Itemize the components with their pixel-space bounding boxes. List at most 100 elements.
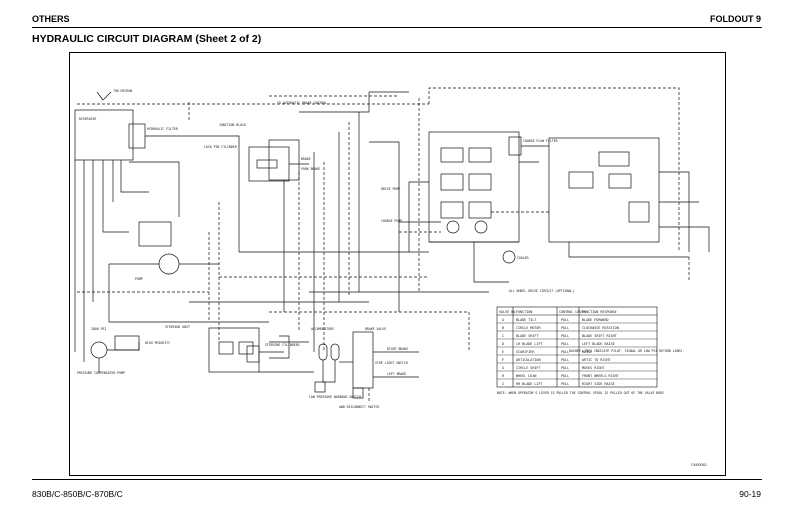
table-row: F ARTICULATION PULL ARTIC TO RIGHT: [502, 358, 611, 362]
table-cell: PULL: [561, 350, 569, 354]
label-filter: HYDRAULIC FILTER: [147, 127, 178, 131]
table-cell: WHEEL LEAN: [516, 374, 536, 378]
steering-cylinder: [246, 345, 260, 363]
table-cell: CLOCKWISE ROTATION: [582, 326, 619, 330]
table-cell: PULL: [561, 366, 569, 370]
table-cell: FRONT WHEELS RIGHT: [582, 374, 619, 378]
label-auto-brake: TO AUTOMATIC BRAKE CONTROL: [277, 101, 327, 105]
table-cell: G: [502, 366, 504, 370]
label-aww: ALL WHEEL DRIVE CIRCUIT (OPTIONAL): [509, 289, 574, 293]
table-row: D LH BLADE LIFT PULL LEFT BLADE RAISE: [502, 342, 615, 346]
table-cell: LH BLADE LIFT: [516, 342, 543, 346]
table-cell: PULL: [561, 382, 569, 386]
priority-valve: [114, 335, 140, 351]
table-cell: RH BLADE LIFT: [516, 382, 543, 386]
table-cell: PULL: [561, 358, 569, 362]
label-psi-2800: 2800 PSI: [91, 327, 106, 331]
footer-rule: [32, 479, 762, 480]
table-row: C BLADE SHIFT PULL BLADE SHIFT RIGHT: [502, 334, 617, 338]
table-header-response: FUNCTION RESPONSE: [582, 310, 617, 314]
disconnect-switch: [352, 387, 364, 399]
table-row: E SCARIFIER PULL RAISE: [502, 350, 592, 354]
label-micron: 700 MICRON: [113, 89, 132, 93]
table-row: G CIRCLE SHIFT PULL MOVES RIGHT: [502, 366, 604, 370]
brake-valve: [352, 331, 374, 389]
hydraulic-circuit-diagram: VALVE NO. FUNCTION CONTROL LEVER FUNCTIO…: [74, 87, 710, 467]
label-accumulators: ACCUMULATORS: [311, 327, 334, 331]
label-priority: HIGH PRIORITY: [145, 341, 170, 345]
reservoir-box: [74, 109, 134, 161]
table-cell: RIGHT SIDE RAISE: [582, 382, 615, 386]
low-pressure-switch: [314, 381, 326, 393]
label-stop-light: STOP LIGHT SWITCH: [375, 361, 408, 365]
table-cell: BLADE FORWARD: [582, 318, 609, 322]
label-steering-unit: STEERING UNIT: [165, 325, 190, 329]
awd-valve-block: [548, 137, 660, 243]
label-drive-pump: DRIVE PUMP: [381, 187, 400, 191]
table-cell: ARTIC TO RIGHT: [582, 358, 611, 362]
main-control-valve: [428, 131, 520, 243]
table-cell: PULL: [561, 334, 569, 338]
table-cell: BLADE SHIFT RIGHT: [582, 334, 617, 338]
table-cell: CIRCLE SHIFT: [516, 366, 541, 370]
table-cell: RAISE: [582, 350, 592, 354]
label-cooler: COOLER: [517, 256, 529, 260]
label-disconnect: AWD DISCONNECT SWITCH: [339, 405, 379, 409]
table-cell: CIRCLE MOTOR: [516, 326, 541, 330]
table-header-control: CONTROL LEVER: [559, 310, 586, 314]
table-cell: E: [502, 350, 504, 354]
header-rule: [32, 27, 762, 28]
table-row: B CIRCLE MOTOR PULL CLOCKWISE ROTATION: [502, 326, 619, 330]
table-header-function: FUNCTION: [516, 310, 532, 314]
page-title: HYDRAULIC CIRCUIT DIAGRAM (Sheet 2 of 2): [32, 33, 262, 45]
table-cell: I: [502, 382, 504, 386]
left-pump: [158, 253, 180, 275]
label-pump: PUMP: [135, 277, 143, 281]
label-junction: JUNCTION BLOCK: [219, 123, 246, 127]
label-left-brake: LEFT BRAKE: [387, 372, 406, 376]
table-cell: PULL: [561, 326, 569, 330]
table-cell: PULL: [561, 374, 569, 378]
label-brake-valve: BRAKE VALVE: [365, 327, 386, 331]
table-cell: C: [502, 334, 504, 338]
footer-page: 90-19: [739, 489, 761, 499]
label-note: NOTE: WHEN OPERATOR'S LEVER IS PULLED TH…: [497, 391, 664, 395]
table-cell: F: [502, 358, 504, 362]
table-cell: A: [502, 318, 504, 322]
label-low-pressure: LOW PRESSURE WARNING SWITCH: [309, 395, 361, 399]
label-charge-filter: CHARGE FLOW FILTER: [523, 139, 558, 143]
footer-model: 830B/C-850B/C-870B/C: [32, 489, 123, 499]
table-grid-rows: [497, 322, 657, 380]
steering-unit: [208, 327, 260, 373]
diagram-frame: [69, 52, 726, 476]
label-reservoir: RESERVOIR: [79, 117, 96, 121]
table-cell: PULL: [561, 342, 569, 346]
table-cell: BLADE TILT: [516, 318, 536, 322]
left-pump-valve: [138, 221, 172, 247]
accumulator-b: [330, 343, 340, 361]
table-cell: B: [502, 326, 504, 330]
table-cell: LEFT BLADE RAISE: [582, 342, 615, 346]
label-steering-cyl: STEERING CYLINDERS: [265, 343, 300, 347]
hydraulic-filter: [128, 123, 146, 149]
table-cell: BLADE SHIFT: [516, 334, 538, 338]
header-section: OTHERS: [32, 14, 70, 24]
label-pressure-pump: PRESSURE COMPENSATED PUMP: [77, 371, 125, 375]
pressure-compensated-pump: [90, 341, 108, 359]
table-row: I RH BLADE LIFT PULL RIGHT SIDE RAISE: [502, 382, 615, 386]
label-lock-pin: LOCK PIN CYLINDER: [204, 145, 237, 149]
table-cell: MOVES RIGHT: [582, 366, 604, 370]
table-cell: D: [502, 342, 504, 346]
table-row: H WHEEL LEAN PULL FRONT WHEELS RIGHT: [502, 374, 619, 378]
table-row: A BLADE TILT PULL BLADE FORWARD: [502, 318, 609, 322]
label-brake: BRAKE: [301, 157, 311, 161]
table-cell: ARTICULATION: [516, 358, 541, 362]
label-right-brake: RIGHT BRAKE: [387, 347, 408, 351]
label-lines-note: DASHED LINES INDICATE PILOT, SIGNAL OR L…: [569, 349, 684, 353]
lock-pin-cylinder: [256, 159, 278, 169]
cooler: [502, 250, 516, 264]
table-cell: SCARIFIER: [516, 350, 535, 354]
label-park-brake: PARK BRAKE: [301, 167, 320, 171]
table-cell: PULL: [561, 318, 569, 322]
figure-code: CM00052: [691, 463, 707, 467]
